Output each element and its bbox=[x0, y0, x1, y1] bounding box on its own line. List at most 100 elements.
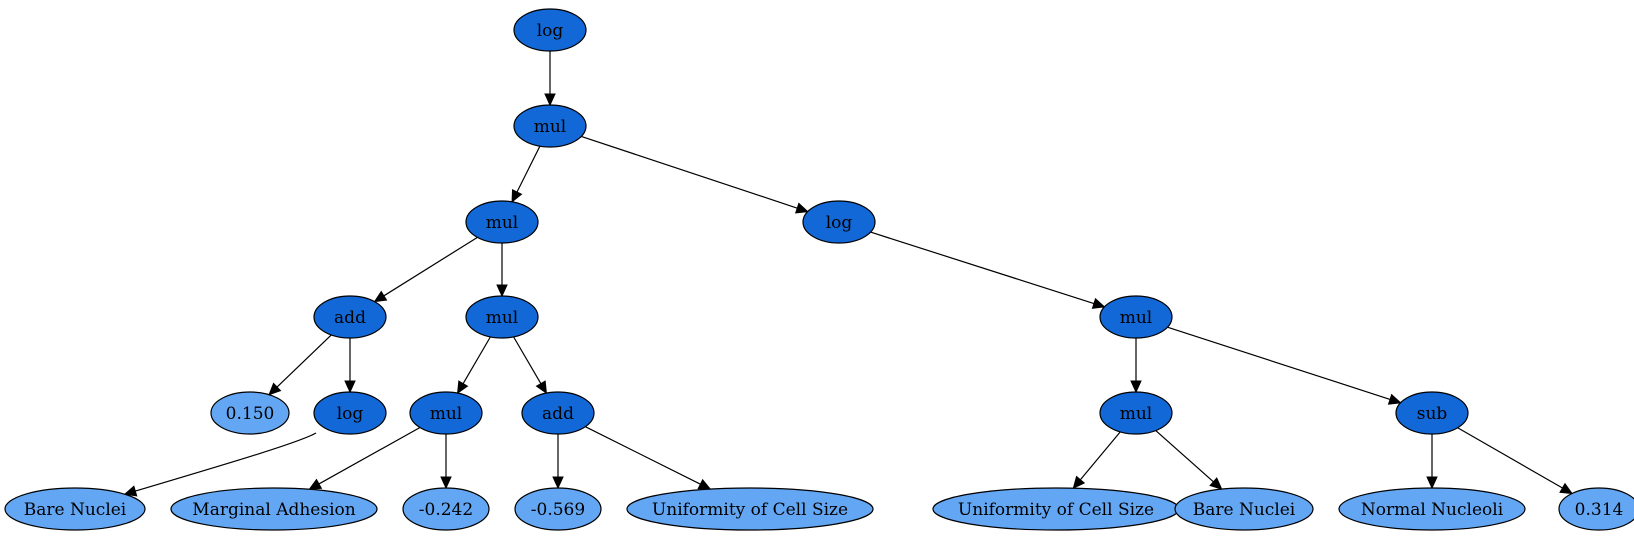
node-ellipse bbox=[313, 391, 387, 435]
tree-edge bbox=[552, 434, 564, 490]
node-ellipse bbox=[170, 487, 378, 531]
edge-arrowhead bbox=[456, 380, 469, 395]
leaf-node: -0.242 bbox=[402, 487, 490, 531]
node-label: log bbox=[537, 21, 564, 41]
edge-line bbox=[135, 432, 317, 492]
operator-node: mul bbox=[465, 295, 539, 339]
tree-nodes: log mul mul log add mul mul 0.150 log mul add mul su… bbox=[4, 8, 1634, 531]
tree-edge bbox=[1457, 427, 1574, 495]
node-ellipse bbox=[402, 487, 490, 531]
node-ellipse bbox=[1558, 487, 1634, 531]
operator-node: mul bbox=[1099, 295, 1173, 339]
leaf-node: Uniformity of Cell Size bbox=[626, 487, 874, 531]
leaf-node: -0.569 bbox=[514, 487, 602, 531]
leaf-node: 0.314 bbox=[1558, 487, 1634, 531]
tree-edge bbox=[373, 236, 478, 303]
node-label: add bbox=[334, 308, 366, 328]
node-ellipse bbox=[513, 104, 587, 148]
node-ellipse bbox=[210, 391, 290, 435]
tree-edge bbox=[1426, 434, 1438, 490]
leaf-node: Uniformity of Cell Size bbox=[932, 487, 1180, 531]
edge-arrowhead bbox=[535, 380, 548, 395]
tree-edge bbox=[544, 51, 556, 107]
node-label: mul bbox=[1120, 404, 1153, 424]
edge-arrowhead bbox=[268, 382, 282, 396]
node-label: mul bbox=[486, 308, 519, 328]
edge-arrowhead bbox=[123, 485, 138, 497]
tree-edges bbox=[123, 51, 1574, 497]
edge-arrowhead bbox=[794, 202, 809, 214]
node-label: mul bbox=[430, 404, 463, 424]
edge-arrowhead bbox=[1091, 297, 1106, 309]
node-label: 0.150 bbox=[226, 404, 275, 424]
edge-arrowhead bbox=[511, 188, 523, 203]
edge-line bbox=[1079, 431, 1121, 481]
edge-line bbox=[870, 231, 1095, 305]
node-label: sub bbox=[1417, 404, 1448, 424]
edge-line bbox=[513, 336, 542, 384]
leaf-node: 0.150 bbox=[210, 391, 290, 435]
node-ellipse bbox=[1099, 295, 1173, 339]
leaf-node: Marginal Adhesion bbox=[170, 487, 378, 531]
node-label: mul bbox=[1120, 308, 1153, 328]
node-label: Uniformity of Cell Size bbox=[652, 500, 848, 520]
operator-node: log bbox=[802, 200, 876, 244]
tree-edge bbox=[496, 243, 508, 298]
edge-arrowhead bbox=[697, 478, 712, 490]
tree-edge bbox=[870, 231, 1106, 309]
tree-edge bbox=[1167, 326, 1402, 405]
node-label: mul bbox=[486, 213, 519, 233]
tree-edge bbox=[123, 432, 317, 497]
node-label: log bbox=[826, 213, 853, 233]
edge-arrowhead bbox=[1387, 393, 1402, 405]
node-ellipse bbox=[409, 391, 483, 435]
node-ellipse bbox=[802, 200, 876, 244]
node-ellipse bbox=[521, 391, 595, 435]
leaf-node: Bare Nuclei bbox=[4, 487, 146, 531]
edge-line bbox=[581, 135, 798, 209]
operator-node: add bbox=[313, 295, 387, 339]
operator-node: mul bbox=[465, 200, 539, 244]
operator-node: mul bbox=[513, 104, 587, 148]
operator-node: add bbox=[521, 391, 595, 435]
tree-edge bbox=[513, 336, 548, 395]
edge-line bbox=[1167, 326, 1391, 400]
operator-node: mul bbox=[1099, 391, 1173, 435]
node-ellipse bbox=[1099, 391, 1173, 435]
edge-line bbox=[276, 334, 332, 388]
edge-arrowhead bbox=[1209, 477, 1223, 490]
edge-line bbox=[318, 426, 421, 485]
edge-arrowhead bbox=[308, 478, 323, 490]
edge-arrowhead bbox=[496, 284, 508, 298]
tree-edge bbox=[581, 135, 809, 214]
edge-line bbox=[1457, 427, 1563, 489]
edge-line bbox=[383, 236, 478, 297]
node-ellipse bbox=[1174, 487, 1314, 531]
tree-edge bbox=[1072, 431, 1121, 490]
node-label: Uniformity of Cell Size bbox=[958, 500, 1154, 520]
operator-node: log bbox=[313, 391, 387, 435]
node-ellipse bbox=[4, 487, 146, 531]
leaf-node: Normal Nucleoli bbox=[1338, 487, 1526, 531]
node-label: -0.242 bbox=[419, 500, 473, 520]
tree-edge bbox=[440, 434, 452, 490]
tree-edge bbox=[456, 336, 491, 395]
node-label: mul bbox=[534, 117, 567, 137]
node-ellipse bbox=[626, 487, 874, 531]
tree-edge bbox=[308, 426, 421, 490]
node-label: log bbox=[337, 404, 364, 424]
node-ellipse bbox=[514, 487, 602, 531]
node-ellipse bbox=[1395, 391, 1469, 435]
edge-arrowhead bbox=[552, 476, 564, 490]
edge-line bbox=[585, 426, 701, 485]
operator-node: log bbox=[513, 8, 587, 52]
edge-arrowhead bbox=[1559, 482, 1574, 495]
tree-edge bbox=[268, 334, 332, 396]
edge-arrowhead bbox=[373, 290, 388, 303]
tree-edge bbox=[344, 338, 356, 394]
tree-edge bbox=[1155, 430, 1223, 490]
node-label: add bbox=[542, 404, 574, 424]
node-label: Bare Nuclei bbox=[1193, 500, 1296, 520]
node-label: 0.314 bbox=[1575, 500, 1624, 520]
